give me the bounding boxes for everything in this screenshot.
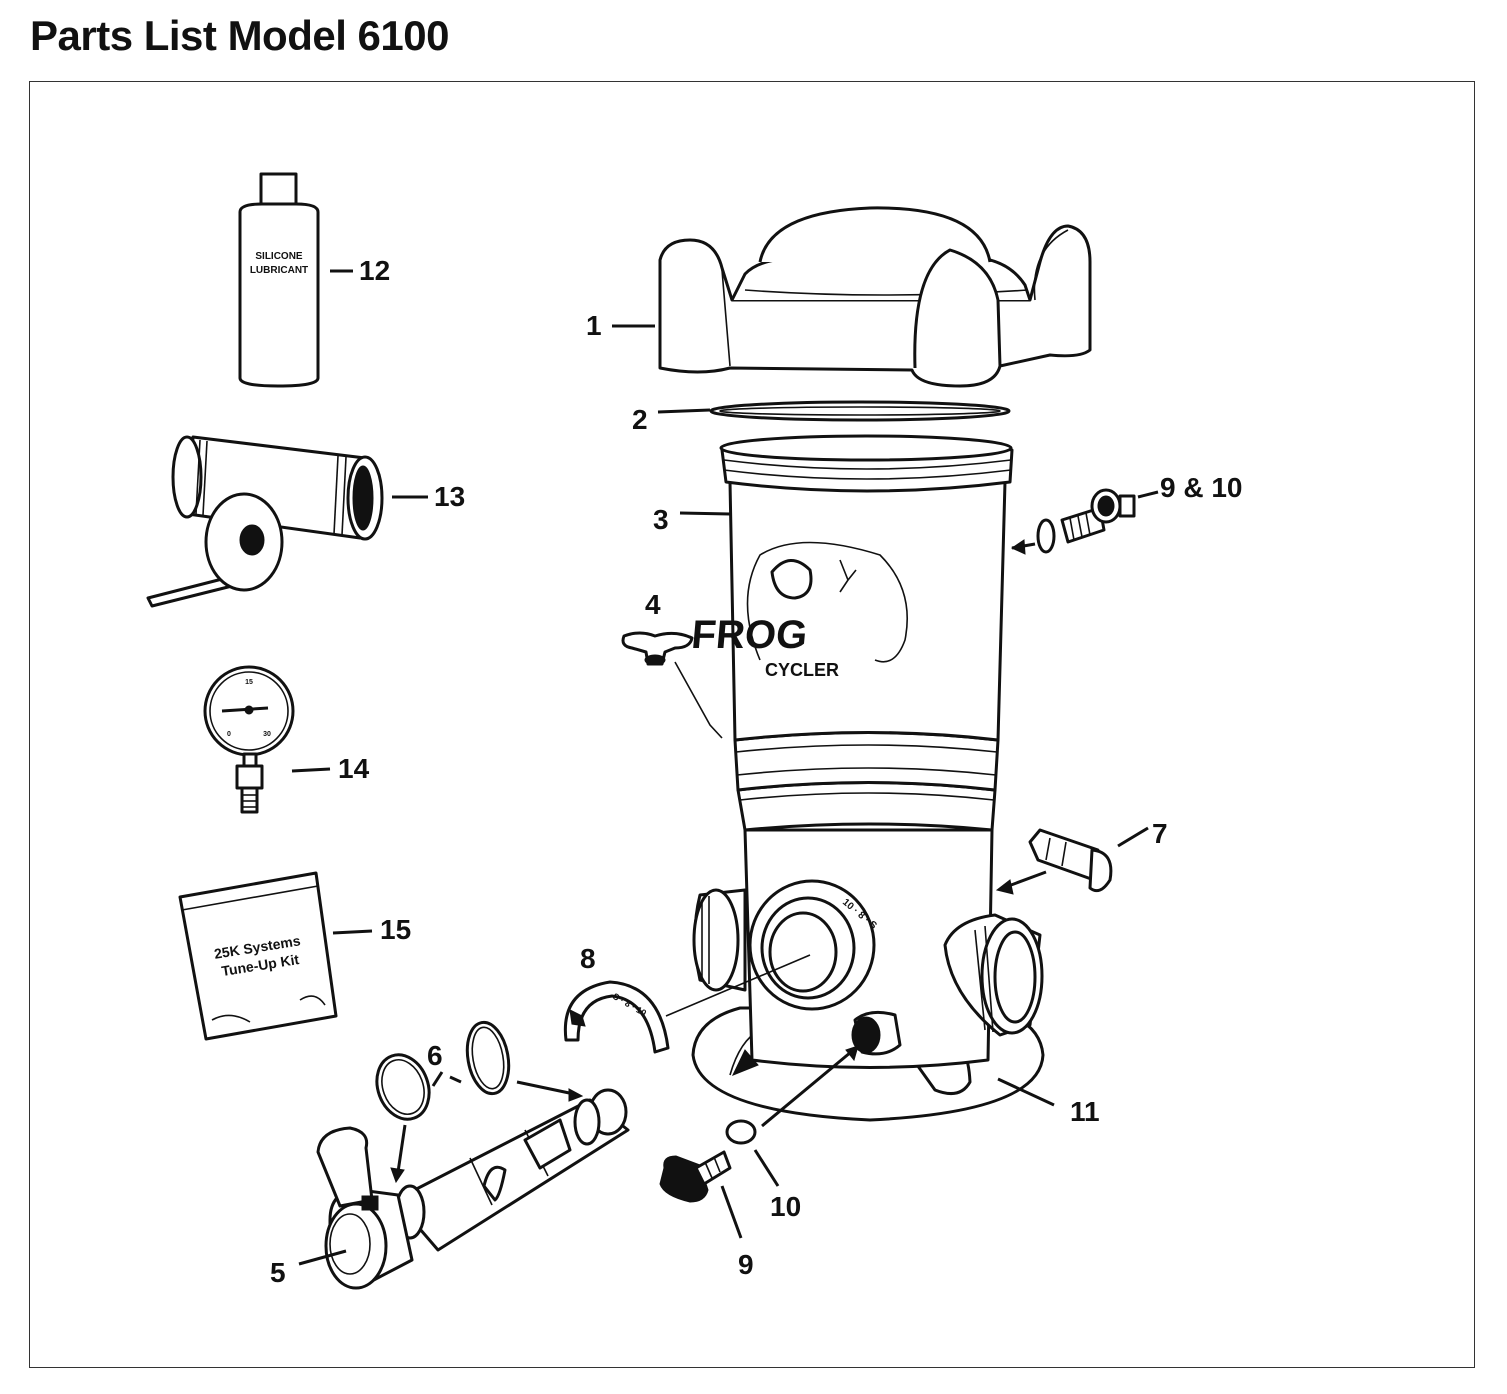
lubricant-label-line2: LUBRICANT [250, 265, 308, 276]
arrow-line-10 [761, 1050, 852, 1128]
arrow-head-9-10 [1010, 539, 1026, 555]
leader-line-8 [665, 954, 811, 1017]
leader-line-10 [753, 1149, 780, 1187]
indicator-clip: S · 8 · 10 [563, 980, 670, 1054]
callout-13: 13 [434, 481, 465, 512]
right-port [943, 913, 1044, 1037]
drain-plug-and-o-ring-upper [1036, 488, 1136, 554]
mineral-cartridge-assembly [316, 1088, 630, 1290]
leader-line-6a [431, 1071, 444, 1087]
arrow-head-7 [995, 879, 1014, 895]
bypass-port [851, 1010, 902, 1056]
leader-line-14 [291, 767, 331, 773]
leader-line-5 [298, 1249, 347, 1266]
check-valve [1028, 828, 1113, 893]
arrow-head-6b [568, 1088, 584, 1102]
left-port [692, 888, 747, 992]
leader-line-7 [1117, 826, 1149, 848]
pressure-gauge: 15 0 30 [203, 665, 295, 814]
main-body: 10 · 8 · S FROG CYCLER [690, 434, 1044, 1069]
callout-1: 1 [586, 310, 602, 341]
leader-line-6b [449, 1075, 462, 1084]
lid [658, 206, 1092, 388]
silicone-lubricant-bottle: SILICONE LUBRICANT [238, 172, 320, 388]
brand-logo: FROG [690, 613, 809, 657]
lid-o-ring [709, 400, 1011, 422]
callout-14: 14 [338, 753, 370, 784]
callout-9-and-10: 9 & 10 [1160, 472, 1243, 503]
leader-line-2 [657, 408, 711, 414]
callout-4: 4 [645, 589, 661, 620]
leader-line-11 [997, 1077, 1055, 1107]
leader-line-9 [720, 1185, 743, 1239]
arrow-head-10 [845, 1045, 859, 1062]
brand-subtitle: CYCLER [765, 660, 839, 680]
drain-plug-lower [659, 1150, 732, 1203]
lubricant-label-line1: SILICONE [255, 251, 303, 262]
callout-6: 6 [427, 1040, 443, 1071]
arrow-line-6a [396, 1124, 407, 1173]
leader-line-3 [679, 511, 731, 516]
arrow-head-6a [390, 1167, 405, 1184]
callout-3: 3 [653, 504, 669, 535]
diagram-frame [29, 81, 1475, 1368]
tune-up-kit-bag: 25K Systems Tune-Up Kit [178, 871, 338, 1041]
gauge-mark-0: 0 [227, 731, 231, 738]
o-ring-lower [725, 1119, 757, 1145]
leader-line-4 [674, 661, 723, 739]
leader-line-15 [332, 929, 373, 935]
leader-line-9-10 [1137, 490, 1159, 499]
callout-7: 7 [1152, 818, 1168, 849]
callout-15: 15 [380, 914, 411, 945]
callout-10: 10 [770, 1191, 801, 1222]
lock-knob [621, 631, 694, 666]
callout-5: 5 [270, 1257, 286, 1288]
callout-11: 11 [1070, 1096, 1100, 1127]
cartridge-o-rings [375, 1020, 511, 1121]
gauge-mark-15: 15 [245, 679, 253, 686]
gauge-mark-30: 30 [263, 731, 271, 738]
pipe-nipple-and-tape [146, 435, 384, 608]
callout-2: 2 [632, 404, 648, 435]
arrow-line-6b [516, 1080, 575, 1096]
callout-12: 12 [359, 255, 390, 286]
cartridge-dial-port: 10 · 8 · S [748, 879, 879, 1011]
callout-9: 9 [738, 1249, 754, 1280]
callout-8: 8 [580, 943, 596, 974]
page-title: Parts List Model 6100 [30, 12, 450, 59]
